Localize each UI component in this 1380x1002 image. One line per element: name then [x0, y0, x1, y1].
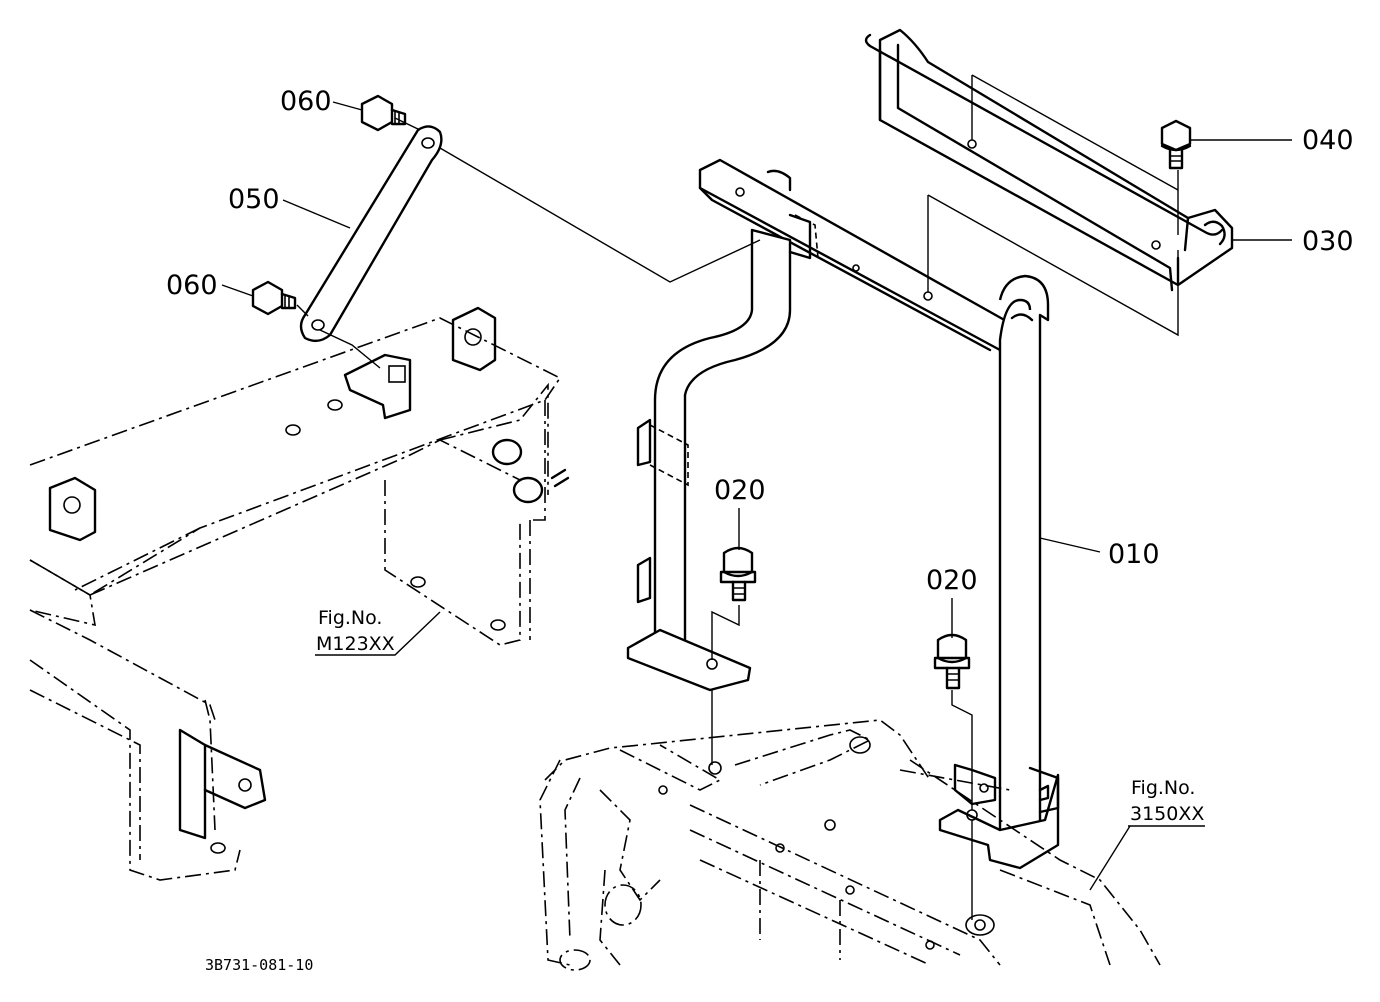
callout-060-upper: 060	[280, 86, 332, 117]
callout-leaders	[221, 101, 1292, 891]
transmission-housing	[539, 719, 1161, 971]
callout-020-right: 020	[926, 565, 978, 596]
callout-040: 040	[1302, 125, 1354, 156]
drawing-code: 3B731-081-10	[205, 956, 313, 974]
callout-050: 050	[228, 184, 280, 215]
bolt-020-right	[933, 633, 971, 690]
bolt-060-lower	[251, 280, 297, 316]
bolt-060-upper	[360, 94, 407, 132]
figure-ref-left-line1: Fig.No.	[318, 607, 382, 629]
assembly-lines	[296, 74, 1179, 920]
left-frame-assembly	[29, 306, 570, 881]
callout-030: 030	[1302, 226, 1354, 257]
callout-010: 010	[1108, 539, 1160, 570]
callout-060-lower: 060	[166, 270, 218, 301]
figure-ref-right-line2: 3150XX	[1130, 803, 1204, 825]
stay-010	[626, 158, 1060, 870]
bolt-020-left	[719, 546, 757, 602]
bolt-040	[1160, 119, 1192, 170]
figure-ref-left-line2: M123XX	[316, 633, 395, 655]
link-bar-050	[299, 125, 443, 343]
figure-ref-right-line1: Fig.No.	[1131, 777, 1195, 799]
bracket-030	[864, 28, 1234, 292]
callout-020-left: 020	[714, 475, 766, 506]
